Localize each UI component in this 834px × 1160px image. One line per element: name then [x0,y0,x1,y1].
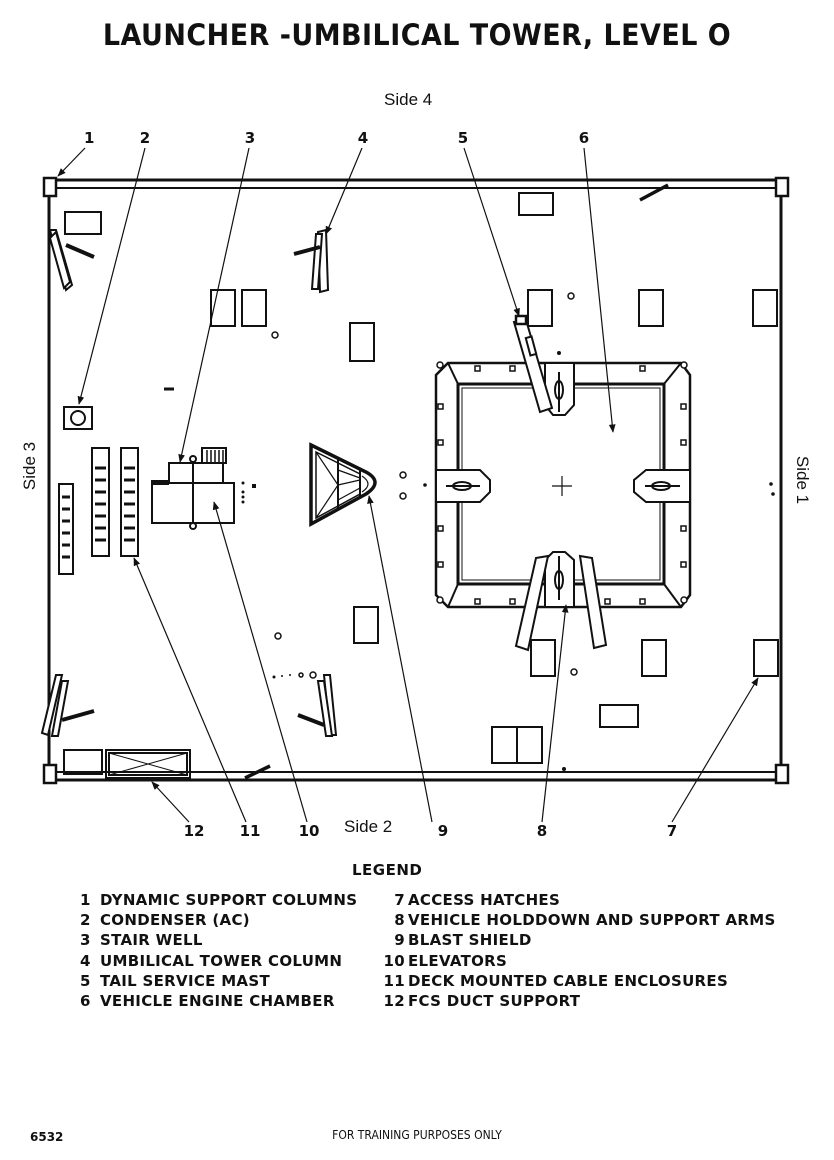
legend-item-label: TAIL SERVICE MAST [100,971,270,990]
blast-shield [309,442,377,527]
legend-item-number: 1 [80,891,91,909]
callout-12: 12 [184,822,205,840]
legend-item-number: 11 [383,971,405,990]
stairwell-elevators [151,447,256,530]
legend-item-number: 3 [80,931,91,950]
legend-item-number: 2 [80,911,91,930]
legend-item: 6 VEHICLE ENGINE CHAMBER [80,991,357,1011]
legend-item-number: 7 [394,891,405,909]
legend-item-number: 6 [80,992,91,1011]
legend-item-label: FCS DUCT SUPPORT [408,992,581,1011]
callout-leaders [57,147,759,823]
legend-item-number: 12 [383,992,405,1011]
legend-item: 3 STAIR WELL [80,930,357,950]
legend-item-label: UMBILICAL TOWER COLUMN [100,951,343,970]
callout-3: 3 [245,129,255,147]
deck-fixtures [271,292,775,771]
figure-number: 6532 [30,1130,64,1144]
legend-title: LEGEND [352,861,423,879]
fcs-duct-support [105,749,191,779]
deck-outline [42,176,790,785]
side-2-label: Side 2 [344,817,393,836]
legend-item: 1 DYNAMIC SUPPORT COLUMNS [80,890,357,910]
umbilical-tower-columns [40,228,338,737]
legend-item-label: BLAST SHIELD [408,931,532,950]
corner-column-ne [774,176,790,198]
legend-column-left: 1 DYNAMIC SUPPORT COLUMNS 2 CONDENSER (AC)… [80,890,357,1011]
side-4-label: Side 4 [384,90,433,109]
legend-item: 5 TAIL SERVICE MAST [80,971,357,991]
legend-item-label: VEHICLE HOLDDOWN AND SUPPORT ARMS [408,911,776,930]
callout-8: 8 [537,822,547,840]
corner-column-nw [42,176,58,198]
corner-column-sw [42,763,58,785]
legend-item-number: 8 [394,911,405,930]
callout-10: 10 [299,822,320,840]
legend-item-number: 4 [80,951,91,970]
callout-4: 4 [358,129,368,147]
legend-item-label: STAIR WELL [100,931,203,950]
callout-9: 9 [438,822,448,840]
legend-item-label: DYNAMIC SUPPORT COLUMNS [100,891,358,909]
callout-7: 7 [667,822,677,840]
cable-enclosures [58,447,139,575]
callout-1: 1 [84,129,94,147]
legend-item-label: ELEVATORS [408,951,508,970]
callout-2: 2 [140,129,150,147]
legend-item: 2 CONDENSER (AC) [80,910,357,930]
diagram-title: LAUNCHER -UMBILICAL TOWER, LEVEL O [102,18,732,52]
condenser-ac [63,387,174,430]
callout-numbers: 1 2 3 4 5 6 7 8 9 10 11 12 [84,129,677,840]
corner-column-se [774,763,790,785]
callout-6: 6 [579,129,589,147]
holddown-arms [435,314,691,652]
legend-item-number: 9 [394,931,405,950]
legend-item: 4 UMBILICAL TOWER COLUMN [80,951,357,971]
access-hatches [63,192,779,775]
legend-item-number: 10 [383,951,405,970]
callout-5: 5 [458,129,468,147]
legend-item-label: ACCESS HATCHES [408,891,561,909]
legend-item-number: 5 [80,971,91,990]
callout-11: 11 [240,822,261,840]
legend-item-label: CONDENSER (AC) [100,911,250,930]
legend-item-label: DECK MOUNTED CABLE ENCLOSURES [408,971,729,990]
legend-item-label: VEHICLE ENGINE CHAMBER [100,992,335,1011]
training-notice: FOR TRAINING PURPOSES ONLY [332,1128,502,1142]
